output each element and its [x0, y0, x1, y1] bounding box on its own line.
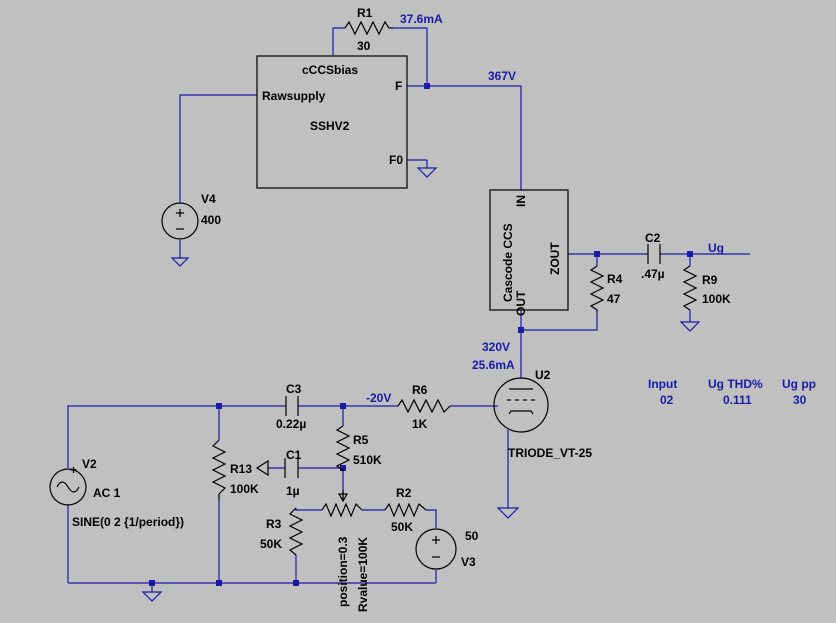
v4-name: V4 [201, 192, 216, 206]
measurement-readout: Input 02 Ug THD% 0.111 Ug pp 30 [648, 377, 816, 407]
c1-name: C1 [286, 448, 302, 462]
net-label-367v: 367V [488, 69, 516, 83]
pot-rvalue: Rvalue=100K [356, 537, 370, 612]
readout-thd-label: Ug THD% [708, 377, 763, 391]
ccs-bias-pin-f: F [395, 79, 402, 93]
capacitor-c2: C2 .47µ [641, 231, 665, 281]
wires [67, 27, 750, 592]
ground-symbols [141, 167, 701, 602]
v2-ac: AC 1 [93, 486, 121, 500]
v4-value: 400 [201, 213, 221, 227]
resistor-r1: R1 30 37.6mA [344, 6, 443, 53]
r4-name: R4 [607, 272, 623, 286]
c1-value: 1µ [286, 484, 300, 498]
r6-name: R6 [412, 383, 428, 397]
ccs-bias-pin-f0: F0 [389, 153, 403, 167]
readout-thd-value: 0.111 [723, 393, 752, 407]
readout-pp-value: 30 [793, 393, 807, 407]
readout-input-label: Input [648, 377, 677, 391]
ccs-bias-pin-raw: Rawsupply [262, 89, 326, 103]
net-label-grid: -20V [366, 391, 391, 405]
c3-name: C3 [286, 382, 302, 396]
ccs-bias-model: SSHV2 [310, 119, 350, 133]
resistor-r2: R2 50K [384, 486, 427, 534]
u2-anode-current: 25.6mA [472, 358, 515, 372]
readout-pp-label: Ug pp [782, 377, 816, 391]
r6-value: 1K [412, 417, 428, 431]
r9-value: 100K [702, 292, 731, 306]
ccs-bias-block: cCCSbias Rawsupply F F0 SSHV2 [256, 55, 408, 189]
r1-current: 37.6mA [400, 12, 443, 26]
pot-position: position=0.3 [336, 536, 350, 607]
readout-input-value: 02 [660, 393, 674, 407]
c2-value: .47µ [641, 267, 665, 281]
ccs-bias-title: cCCSbias [302, 63, 358, 77]
potentiometer: position=0.3 Rvalue=100K [321, 490, 370, 612]
voltage-source-v4: V4 400 [161, 192, 221, 240]
r13-value: 100K [230, 482, 259, 496]
capacitor-c1: C1 1µ [255, 448, 302, 498]
cascode-pin-in: IN [514, 195, 528, 207]
cascode-pin-out: OUT [514, 290, 528, 316]
r2-name: R2 [396, 486, 412, 500]
c3-value: 0.22µ [276, 417, 306, 431]
voltage-source-v2: + V2 AC 1 SINE(0 2 {1/period}) [49, 457, 184, 529]
v2-plus-sign: + [70, 463, 77, 477]
c2-name: C2 [645, 231, 661, 245]
voltage-source-v3: 50 V3 [415, 528, 479, 570]
capacitor-c3: C3 0.22µ [276, 382, 306, 431]
junctions [149, 83, 693, 586]
u2-model: TRIODE_VT-25 [508, 446, 592, 460]
r5-name: R5 [353, 433, 369, 447]
v3-value: 50 [465, 529, 479, 543]
resistor-r6: R6 1K [397, 383, 451, 431]
r4-value: 47 [607, 292, 621, 306]
r3-name: R3 [266, 517, 282, 531]
net-label-ug: Ug [708, 241, 724, 255]
v3-name: V3 [461, 555, 476, 569]
v2-name: V2 [82, 457, 97, 471]
u2-name: U2 [535, 368, 551, 382]
u2-anode-voltage: 320V [482, 340, 510, 354]
r9-name: R9 [702, 273, 718, 287]
r2-value: 50K [391, 520, 413, 534]
v2-sine: SINE(0 2 {1/period}) [72, 515, 184, 529]
cascode-pin-zout: ZOUT [548, 242, 562, 275]
r5-value: 510K [353, 453, 382, 467]
cascode-ccs-block: Cascode CCS IN ZOUT OUT [489, 189, 569, 316]
resistor-r9: R9 100K [682, 265, 731, 311]
triode-u2: U2 TRIODE_VT-25 320V 25.6mA [472, 340, 592, 460]
r3-value: 50K [260, 537, 282, 551]
resistor-r4: R4 47 [589, 265, 623, 312]
r1-value: 30 [357, 39, 371, 53]
r13-name: R13 [230, 462, 252, 476]
resistor-r13: R13 100K [211, 439, 259, 500]
resistor-r3: R3 50K [260, 507, 304, 556]
cascode-title: Cascode CCS [501, 223, 515, 302]
resistor-r5: R5 510K [335, 425, 382, 472]
r1-name: R1 [357, 6, 373, 20]
